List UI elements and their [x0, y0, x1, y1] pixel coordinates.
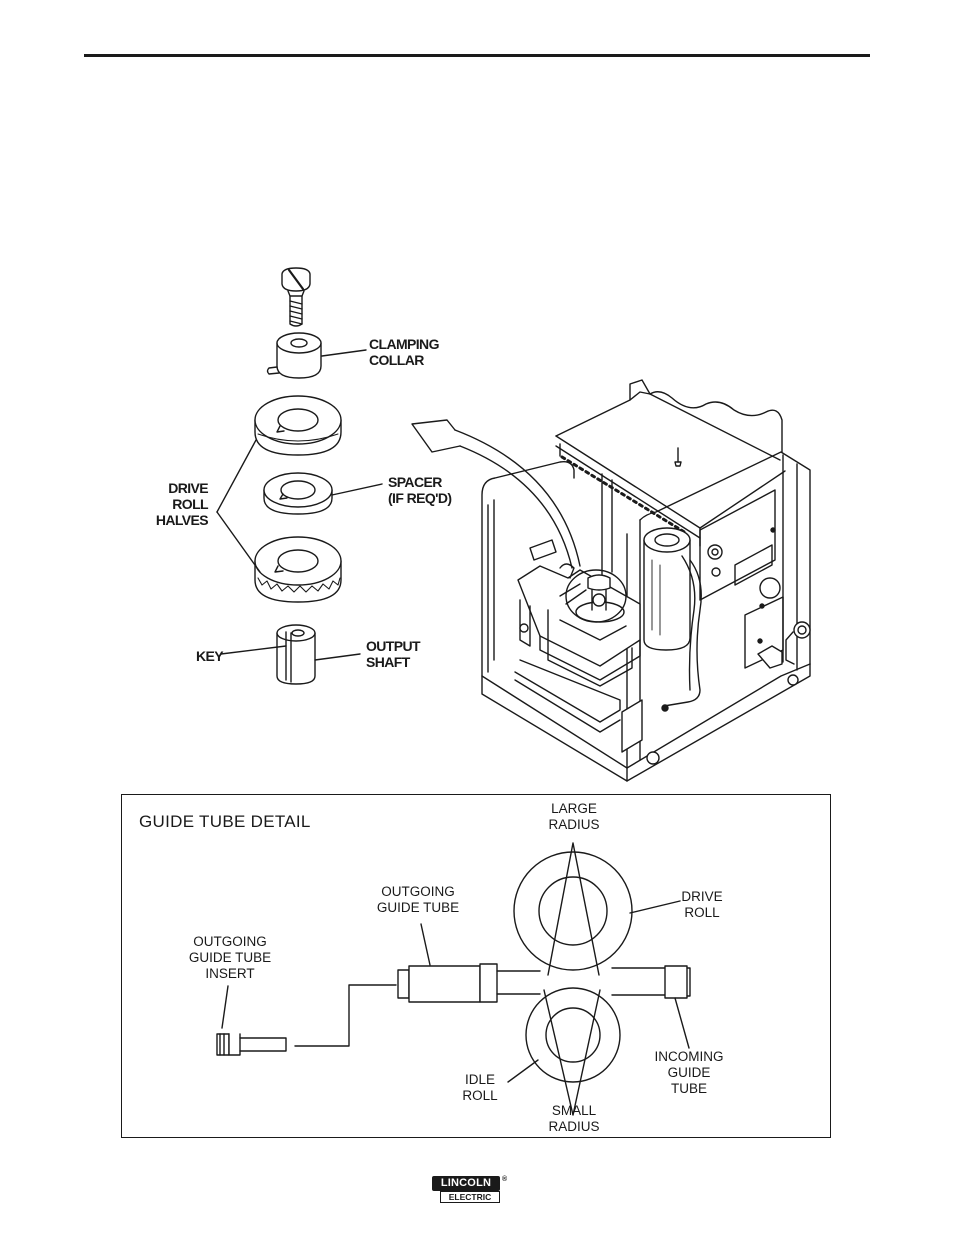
spacer	[264, 473, 382, 514]
label-output-shaft: OUTPUT SHAFT	[366, 638, 420, 670]
wire-feeder-unit	[482, 380, 810, 781]
label-drive-roll: DRIVE ROLL	[672, 889, 732, 921]
output-shaft	[221, 625, 360, 684]
label-outgoing-guide-tube-insert: OUTGOING GUIDE TUBE INSERT	[180, 934, 280, 982]
detail-title: GUIDE TUBE DETAIL	[139, 812, 311, 832]
drive-roll-half-top	[255, 396, 341, 455]
logo-top: LINCOLN	[432, 1176, 500, 1191]
label-idle-roll: IDLE ROLL	[450, 1072, 510, 1104]
screw	[282, 268, 310, 326]
clamping-collar	[268, 333, 367, 378]
label-clamping-collar: CLAMPING COLLAR	[369, 336, 439, 368]
lincoln-electric-logo: LINCOLN ELECTRIC ®	[432, 1176, 510, 1204]
label-outgoing-guide-tube: OUTGOING GUIDE TUBE	[368, 884, 468, 916]
label-spacer: SPACER (IF REQ'D)	[388, 474, 451, 506]
label-large-radius: LARGE RADIUS	[534, 801, 614, 833]
label-small-radius: SMALL RADIUS	[534, 1103, 614, 1135]
drive-roll-half-bottom	[255, 537, 341, 602]
label-drive-roll-halves: DRIVE ROLL HALVES	[150, 480, 208, 528]
registered-mark: ®	[502, 1176, 507, 1183]
label-key: KEY	[196, 648, 223, 664]
logo-bottom: ELECTRIC	[440, 1191, 500, 1203]
label-incoming-guide-tube: INCOMING GUIDE TUBE	[644, 1049, 734, 1097]
